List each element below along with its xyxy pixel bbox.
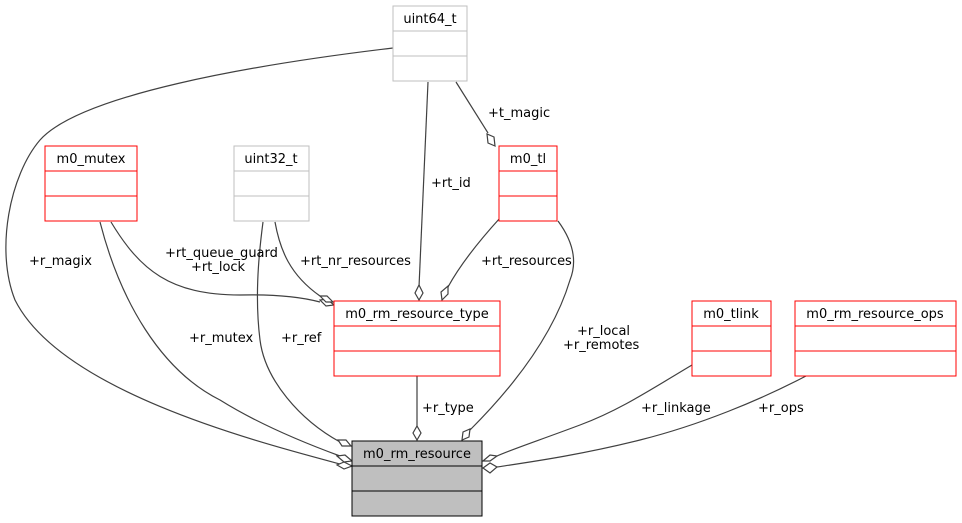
edge-rt-id [418,81,429,288]
edge-rt-nr-resources [274,221,321,297]
node-title: uint32_t [244,152,297,167]
node-title: uint64_t [403,12,456,27]
aggregation-diamond-icon [481,462,499,474]
edge-label-r-linkage: +r_linkage [641,401,711,416]
edge-label-rt-lock: +rt_lock [191,260,246,275]
aggregation-diamond-icon [336,439,353,447]
edge-r-linkage [496,364,693,457]
aggregation-diamond-icon [481,454,499,462]
edge-label-r-type: +r_type [422,401,474,416]
edge-r-ref [256,221,341,443]
node-title: m0_rm_resource_ops [806,307,944,322]
edge-r-magix [5,47,394,465]
edge-label-t-magic: +t_magic [488,106,550,121]
edge-r-local [469,220,575,431]
node-m0-tlink[interactable]: m0_tlink [691,300,772,377]
node-m0-rm-resource-type[interactable]: m0_rm_resource_type [333,300,501,377]
aggregation-diamond-icon [440,284,449,302]
edge-label-r-magix: +r_magix [29,254,92,269]
edge-label-r-ref: +r_ref [281,331,322,346]
aggregation-diamond-icon [318,295,335,303]
aggregation-diamond-icon [486,133,496,147]
edge-rt-resources [447,217,501,288]
aggregation-diamond-icon [461,428,471,441]
aggregation-diamond-icon [412,424,422,442]
node-title: m0_tl [510,152,546,167]
aggregation-diamond-icon [335,461,354,470]
edge-label-rt-id: +rt_id [431,176,471,191]
node-uint64-t[interactable]: uint64_t [392,5,468,82]
edge-r-mutex [99,221,341,457]
edge-label-rt-resources: +rt_resources [481,254,572,269]
node-title: m0_rm_resource_type [345,307,488,322]
node-title: m0_tlink [703,307,759,322]
node-m0-rm-resource-ops[interactable]: m0_rm_resource_ops [794,300,957,377]
node-m0-tl[interactable]: m0_tl [498,145,558,222]
edge-rt-queue-guard [110,221,321,303]
node-title: m0_mutex [57,152,126,167]
node-uint32-t[interactable]: uint32_t [233,145,310,222]
node-title: m0_rm_resource [363,447,471,462]
edge-label-r-ops: +r_ops [758,401,804,416]
edge-label-rt-queue-guard: +rt_queue_guard [165,246,278,261]
node-m0-rm-resource[interactable]: m0_rm_resource [351,440,483,517]
edge-label-r-mutex: +r_mutex [189,331,254,346]
edge-label-r-local: +r_local [577,324,630,339]
edge-t-magic [455,81,489,134]
aggregation-diamond-icon [335,454,354,463]
edge-r-ops [496,375,807,468]
node-m0-mutex[interactable]: m0_mutex [44,145,138,222]
edge-label-r-remotes: +r_remotes [563,338,640,353]
edge-label-rt-nr-resources: +rt_nr_resources [300,254,411,269]
aggregation-diamond-icon [414,283,424,302]
